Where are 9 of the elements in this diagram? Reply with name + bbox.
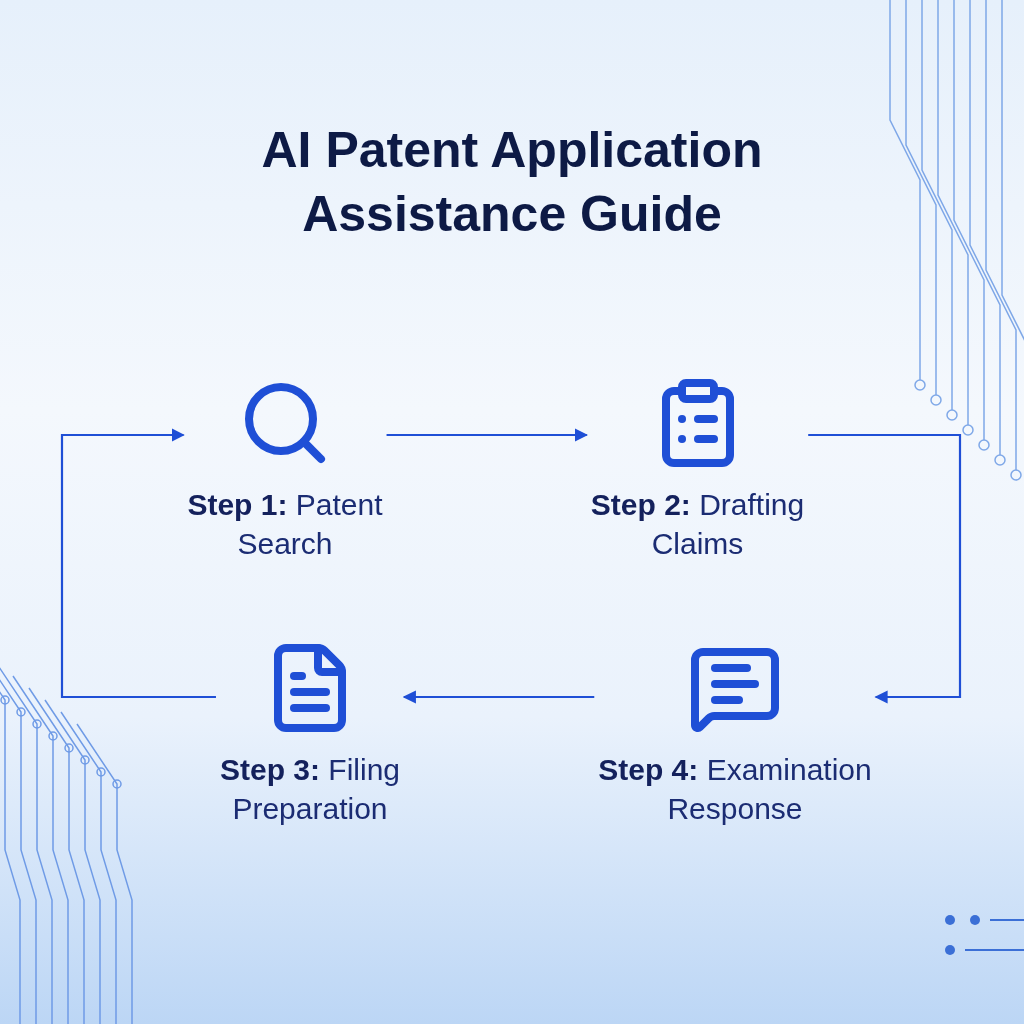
- step-label: Step 3: Filing Preparation: [218, 752, 402, 827]
- step-label: Step 1: Patent Search: [186, 487, 384, 562]
- arrow: [402, 690, 595, 704]
- title: AI Patent Application Assistance Guide: [260, 121, 764, 244]
- step-label: Step 4: Examination Response: [597, 752, 873, 827]
- arrow: [386, 428, 589, 442]
- step-label: Step 2: Drafting Claims: [589, 487, 806, 562]
- arrow: [808, 433, 962, 704]
- arrow: [60, 428, 216, 699]
